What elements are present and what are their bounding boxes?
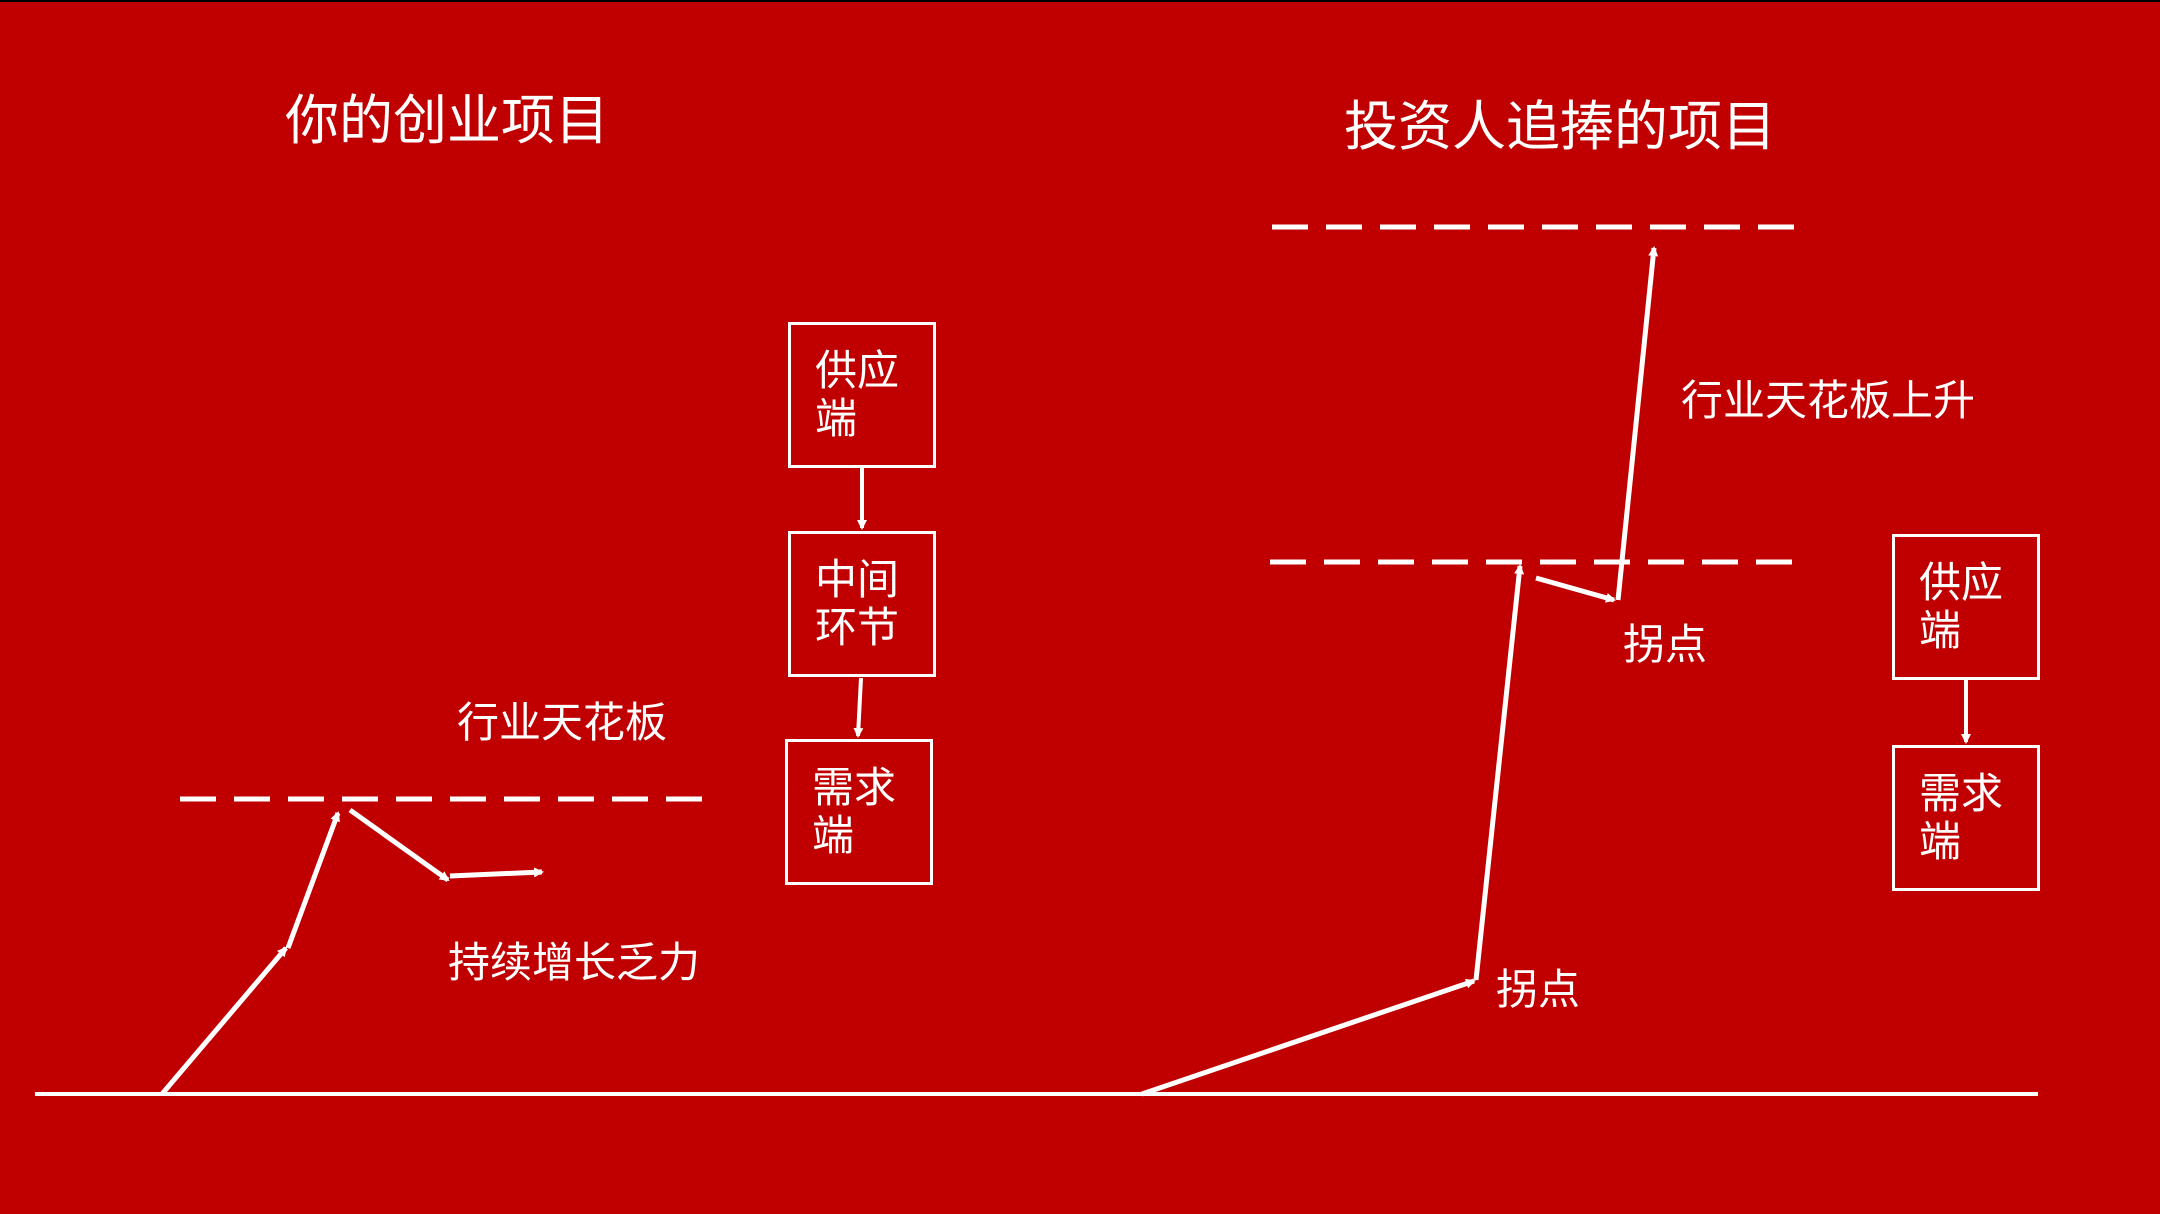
right-ceiling-rise-label: 行业天花板上升 — [1681, 376, 1976, 425]
right-title: 投资人追捧的项目 — [1344, 95, 1776, 158]
left-growth-arrows — [160, 807, 544, 1096]
left-chain-box-demand: 需求端 — [785, 739, 933, 885]
left-chain-box-supply: 供应端 — [788, 322, 936, 468]
right-growth-arrows — [1141, 246, 1659, 1097]
left-chain-arrows — [853, 468, 867, 738]
left-ceiling-label: 行业天花板 — [457, 698, 668, 747]
right-chain-box-supply: 供应端 — [1892, 534, 2040, 680]
right-inflection-label-upper: 拐点 — [1623, 620, 1708, 669]
left-growth-label: 持续增长乏力 — [448, 938, 701, 987]
left-title: 你的创业项目 — [285, 89, 609, 152]
left-chain-box-middle: 中间环节 — [788, 531, 936, 677]
right-chain-box-demand: 需求端 — [1892, 745, 2040, 891]
right-inflection-label-lower: 拐点 — [1496, 965, 1581, 1014]
